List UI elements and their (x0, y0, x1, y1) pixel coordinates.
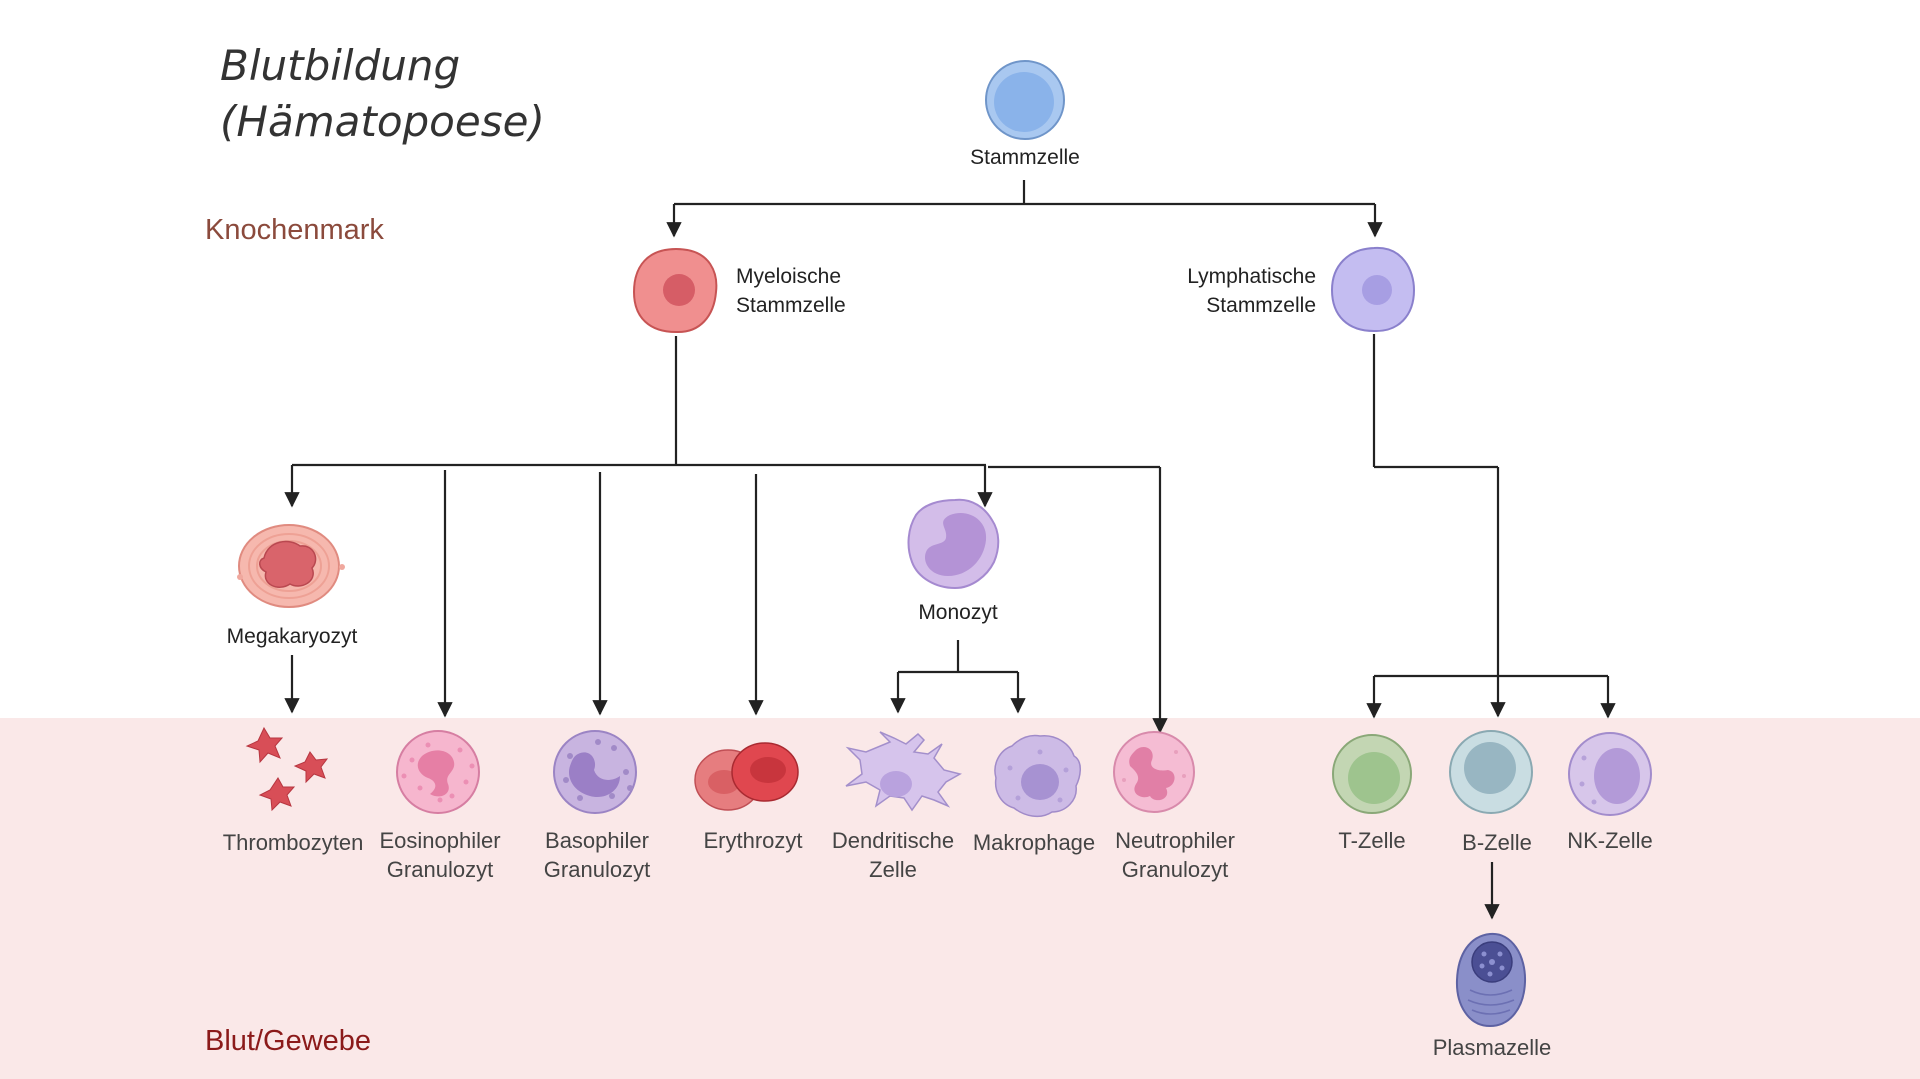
nk-cell-icon (1568, 732, 1652, 816)
label-eosinophil-line2: Granulozyt (387, 857, 493, 882)
zone-label-blood: Blut/Gewebe (205, 1025, 371, 1057)
label-lymphoid-line1: Lymphatische (1187, 265, 1316, 288)
t-cell-icon (1332, 734, 1412, 814)
label-nk-zelle: NK-Zelle (1567, 828, 1653, 853)
myeloid-stem-cell-icon (632, 247, 718, 334)
b-cell-icon (1449, 730, 1533, 814)
zone-label-marrow: Knochenmark (205, 214, 384, 246)
label-eosinophil-line1: Eosinophiler (379, 828, 500, 853)
erythrocyte-icon (694, 742, 799, 811)
label-myeloid-line2: Stammzelle (736, 294, 846, 317)
label-t-zelle: T-Zelle (1338, 828, 1405, 853)
label-lymphoid-line2: Stammzelle (1206, 294, 1316, 317)
label-myeloid-line1: Myeloische (736, 265, 841, 288)
megakaryocyte-icon (237, 524, 345, 608)
lymphoid-stem-cell-icon (1330, 246, 1416, 333)
label-basophil-line2: Granulozyt (544, 857, 650, 882)
label-monozyt: Monozyt (918, 601, 998, 624)
label-b-zelle: B-Zelle (1462, 830, 1532, 855)
label-plasmazelle: Plasmazelle (1433, 1035, 1552, 1060)
neutrophil-icon (1113, 731, 1195, 813)
label-dendritic-line2: Zelle (869, 857, 917, 882)
label-thrombozyten: Thrombozyten (223, 830, 364, 855)
label-dendritic-line1: Dendritische (832, 828, 954, 853)
eosinophil-icon (396, 730, 480, 814)
label-erythrozyt: Erythrozyt (703, 828, 802, 853)
label-stammzelle: Stammzelle (970, 146, 1080, 169)
thrombocytes-icon (245, 726, 329, 812)
label-basophil-line1: Basophiler (545, 828, 649, 853)
macrophage-icon (994, 734, 1081, 818)
lineage-links (284, 180, 1616, 920)
dendritic-cell-icon (845, 731, 962, 812)
basophil-icon (553, 730, 637, 814)
label-megakaryozyt: Megakaryozyt (227, 625, 358, 648)
plasma-cell-icon (1455, 932, 1527, 1028)
monocyte-icon (907, 498, 1000, 590)
label-neutrophil-line1: Neutrophiler (1115, 828, 1235, 853)
stem-cell-icon (985, 60, 1065, 140)
label-makrophage: Makrophage (973, 830, 1095, 855)
label-neutrophil-line2: Granulozyt (1122, 857, 1228, 882)
diagram-title-line2: (Hämatopoese) (220, 97, 545, 146)
diagram-title-line1: Blutbildung (220, 41, 460, 90)
